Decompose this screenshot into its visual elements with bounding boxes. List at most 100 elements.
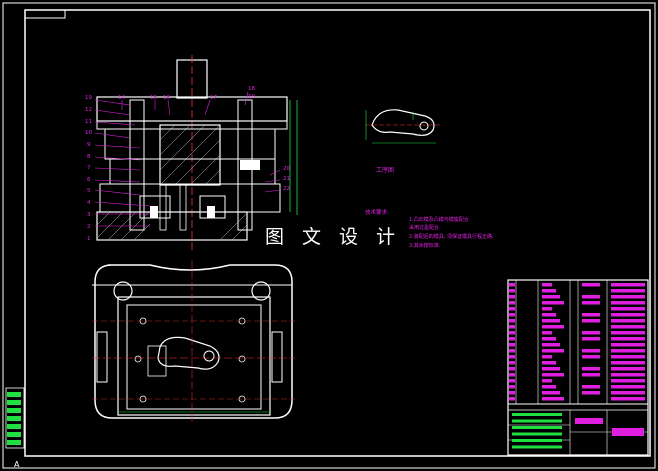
process-view-title: 工序图: [376, 166, 394, 174]
title-block-cell: [512, 413, 562, 416]
bom-row-cell: [582, 355, 600, 359]
bom-row-cell: [542, 319, 560, 323]
part-number: 19: [248, 94, 255, 100]
bom-row-cell: [611, 355, 645, 359]
bom-row-cell: [542, 289, 556, 293]
bom-row-cell: [509, 337, 515, 341]
bom-row-cell: [509, 301, 515, 305]
bom-row-cell: [611, 289, 645, 293]
bom-row-cell: [542, 391, 560, 395]
bom-row-cell: [611, 337, 645, 341]
bom-row-cell: [611, 367, 645, 371]
part-number: 20: [283, 166, 290, 172]
title-block: [507, 279, 649, 456]
bom-row-cell: [509, 367, 515, 371]
bom-row-cell: [582, 367, 600, 371]
tech-req-line: 1.凸凹模及凸模与模座配合: [409, 216, 469, 223]
bom-row-cell: [509, 385, 515, 389]
part-number: 14: [118, 95, 125, 101]
bom-row-cell: [509, 349, 515, 353]
tech-req-title: 技术要求:: [365, 208, 389, 216]
title-block-cell: [512, 445, 562, 449]
part-number: 3: [87, 212, 91, 218]
bom-row-cell: [509, 391, 515, 395]
left-edge-strip: [5, 387, 25, 449]
bom-row-cell: [582, 385, 600, 389]
bom-row-cell: [582, 331, 600, 335]
tech-req-line: 3.其余按标准.: [409, 242, 441, 249]
bom-row-cell: [582, 283, 600, 287]
bom-row-cell: [611, 373, 645, 377]
bom-row-cell: [582, 295, 600, 299]
bom-row-cell: [542, 367, 560, 371]
bom-row-cell: [611, 307, 645, 311]
top-left-box: [24, 9, 66, 19]
bom-row-cell: [582, 391, 600, 395]
bom-row-cell: [509, 373, 515, 377]
bom-row-cell: [611, 385, 645, 389]
bom-row-cell: [582, 301, 600, 305]
part-number: 19: [85, 95, 92, 101]
title-block-cell: [612, 428, 644, 436]
tech-req-line: 采用过盈配合.: [409, 224, 441, 231]
bom-row-cell: [611, 331, 645, 335]
bom-row-cell: [582, 349, 600, 353]
title-block-cell: [512, 426, 562, 429]
part-number: 18: [248, 86, 255, 92]
part-number: 8: [87, 154, 91, 160]
bom-row-cell: [611, 313, 645, 317]
bom-row-cell: [542, 385, 556, 389]
bom-row-cell: [509, 325, 515, 329]
bom-row-cell: [509, 343, 515, 347]
part-number: 5: [87, 188, 91, 194]
bom-row-cell: [582, 337, 600, 341]
corner-mark: A: [14, 460, 20, 469]
bom-row-cell: [542, 343, 560, 347]
bom-row-cell: [611, 349, 645, 353]
bom-row-cell: [509, 313, 515, 317]
part-number: 9: [87, 142, 91, 148]
bom-row-cell: [611, 361, 645, 365]
part-number: 12: [85, 107, 92, 113]
part-numbers-right: 20 21 22: [283, 166, 290, 192]
bom-row-cell: [542, 379, 552, 383]
part-number: 7: [87, 165, 91, 171]
bom-row-cell: [509, 289, 515, 293]
part-number: 17: [210, 95, 217, 101]
part-number: 2: [87, 224, 91, 230]
part-numbers-top: 14 15 16 17 18 19: [118, 86, 255, 101]
tech-req-line: 2.装配后的模具, 须保证模具行程正确.: [409, 233, 494, 240]
bom-row-cell: [611, 397, 645, 401]
bom-row-cell: [509, 319, 515, 323]
title-block-cell: [512, 439, 562, 442]
bom-row-cell: [509, 331, 515, 335]
part-number: 21: [283, 176, 290, 182]
bom-row-cell: [611, 319, 645, 323]
bom-row-cell: [611, 343, 645, 347]
bom-row-cell: [509, 397, 515, 401]
bom-row-cell: [509, 355, 515, 359]
part-number: 4: [87, 200, 91, 206]
inner-frame: [24, 9, 651, 457]
bom-row-cell: [542, 349, 564, 353]
bom-row-cell: [611, 295, 645, 299]
bom-row-cell: [582, 373, 600, 377]
bom-row-cell: [542, 361, 556, 365]
title-block-cell: [575, 418, 603, 424]
bom-row-cell: [542, 295, 560, 299]
bom-row-cell: [509, 361, 515, 365]
bom-row-cell: [542, 301, 564, 305]
bom-row-cell: [542, 283, 552, 287]
bom-rows: [509, 283, 645, 449]
bom-row-cell: [582, 319, 600, 323]
bom-row-cell: [542, 397, 564, 401]
watermark: 图 文 设 计: [263, 223, 403, 251]
part-numbers-left: 19 12 11 10 9 8 7 6 5 4 3 2 1: [85, 95, 92, 242]
bom-row-cell: [542, 331, 552, 335]
part-number: 16: [163, 95, 170, 101]
bom-row-cell: [611, 283, 645, 287]
part-number: 10: [85, 130, 92, 136]
bom-row-cell: [542, 373, 564, 377]
title-block-cell: [512, 419, 562, 423]
